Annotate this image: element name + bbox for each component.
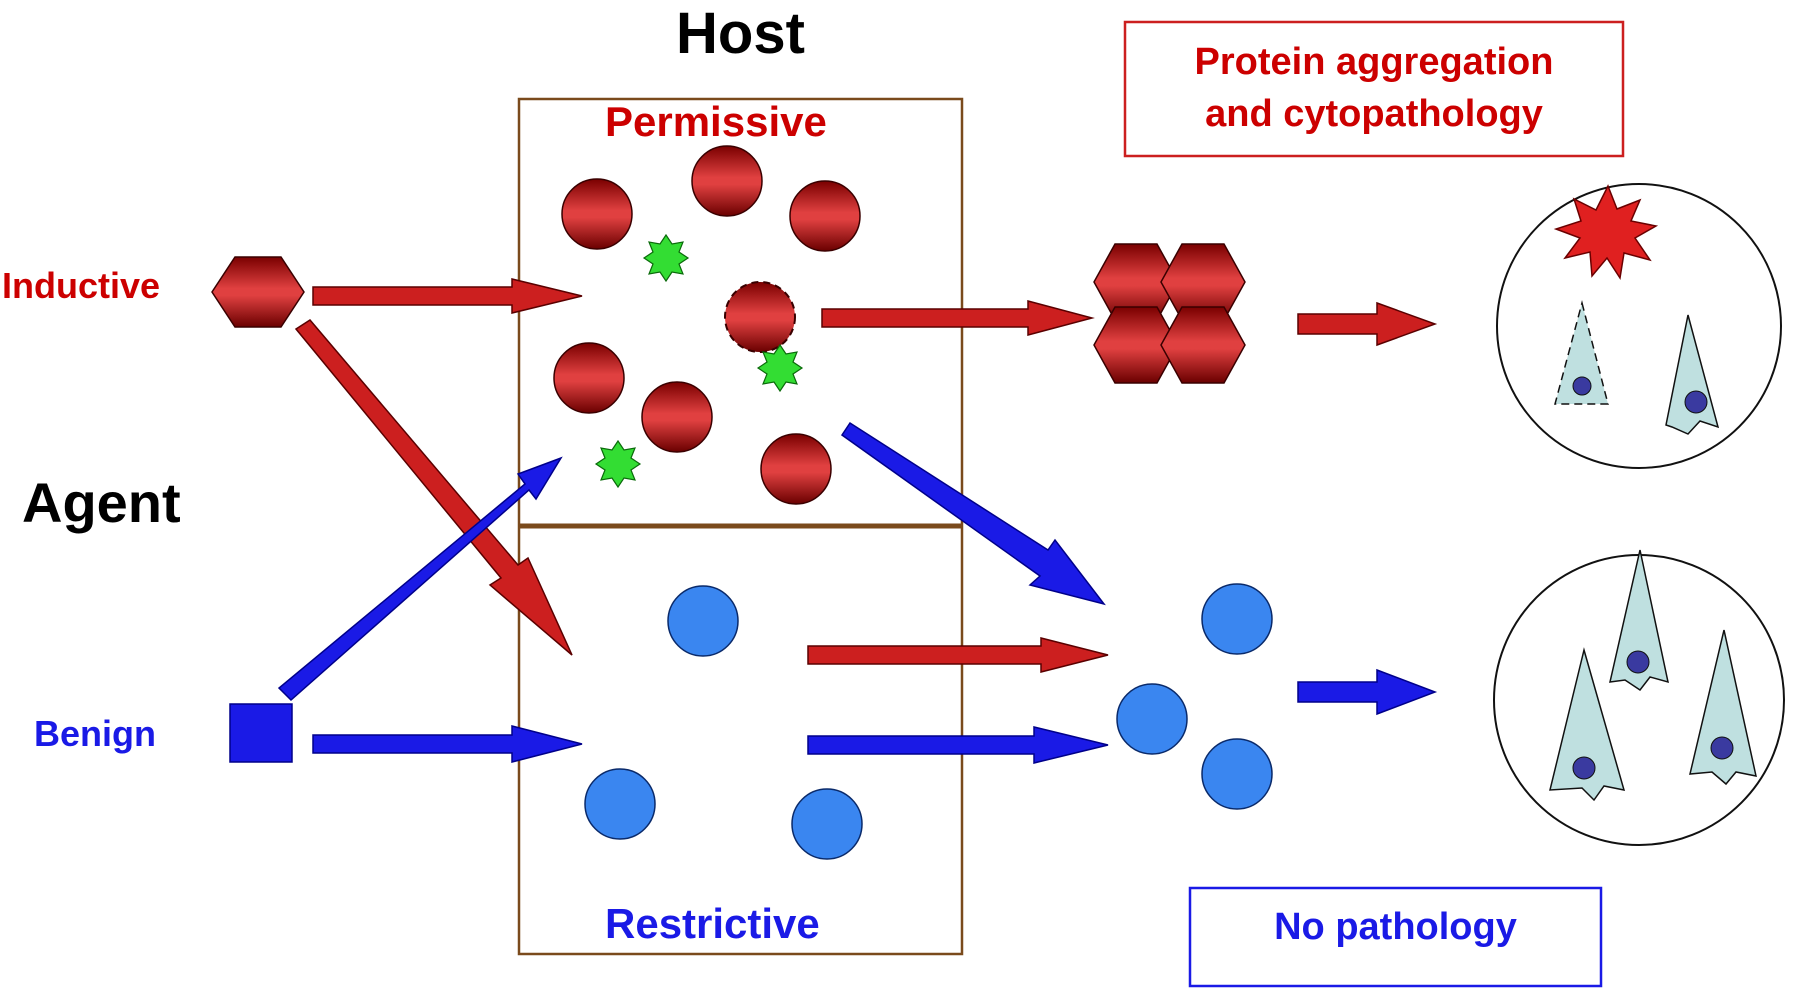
arrow-aggregate-to-pathology	[1297, 301, 1438, 347]
red-prion-circle	[760, 433, 832, 505]
green-star-icon	[594, 439, 642, 489]
red-prion-circle	[553, 342, 625, 414]
output-blue-cells	[1116, 583, 1273, 810]
blue-cell-circle	[667, 585, 739, 657]
benign-agent-square-icon	[229, 703, 293, 763]
arrow-benign-to-permissive	[277, 456, 563, 702]
aggregate-hexagon-cluster-icon	[1093, 243, 1246, 384]
red-prion-circle	[789, 180, 861, 252]
green-star-icon	[642, 233, 690, 283]
red-prion-circle	[691, 145, 763, 217]
arrow-benign-to-restrictive	[312, 725, 583, 763]
blue-cell-circle	[1116, 683, 1188, 755]
arrow-permissive-to-aggregate	[821, 300, 1095, 336]
red-prion-circle	[561, 178, 633, 250]
no-pathology-label: No pathology	[1274, 906, 1517, 948]
inductive-agent-hexagon-icon	[211, 256, 305, 328]
nucleus-icon	[1710, 736, 1734, 760]
arrow-restrictive-red-to-blue-cells	[807, 637, 1109, 673]
dying-neuron-cell-icon	[1554, 300, 1609, 405]
nucleus-icon	[1684, 390, 1708, 414]
blue-cell-circle	[584, 768, 656, 840]
green-star-icon	[756, 343, 804, 393]
red-burst-icon	[1553, 184, 1659, 281]
neuron-cell-icon	[1549, 647, 1626, 802]
agent-title: Agent	[22, 471, 181, 534]
blue-arrows	[277, 421, 1438, 764]
green-stars	[594, 233, 804, 489]
host-title: Host	[676, 1, 805, 66]
red-prion-circle	[641, 381, 713, 453]
red-arrows	[294, 278, 1438, 673]
nucleus-icon	[1572, 376, 1592, 396]
blue-cell-circle	[791, 788, 863, 860]
arrow-inductive-to-permissive	[312, 278, 583, 314]
neuron-cell-icon	[1689, 629, 1757, 786]
arrow-permissive-to-blue-cells	[840, 421, 1106, 606]
restrictive-label: Restrictive	[605, 900, 820, 947]
neuron-cell-icon	[1609, 549, 1669, 692]
red-prion-circle-dashed	[724, 281, 796, 353]
nucleus-icon	[1626, 650, 1650, 674]
permissive-cells	[553, 145, 861, 505]
arrow-inductive-to-restrictive	[294, 319, 573, 656]
no-pathology-box	[1188, 886, 1603, 988]
arrow-restrictive-blue-to-blue-cells	[807, 726, 1109, 764]
pathology-box	[1123, 20, 1625, 158]
blue-cell-circle	[1201, 583, 1273, 655]
nucleus-icon	[1572, 756, 1596, 780]
blue-cell-circle	[1201, 738, 1273, 810]
permissive-label: Permissive	[605, 98, 827, 145]
inductive-label: Inductive	[2, 265, 161, 306]
restrictive-cells	[584, 585, 863, 860]
arrow-blue-cells-to-no-pathology	[1297, 668, 1438, 716]
benign-label: Benign	[34, 713, 156, 754]
pathology-label: Protein aggregation and cytopathology	[1194, 41, 1554, 135]
